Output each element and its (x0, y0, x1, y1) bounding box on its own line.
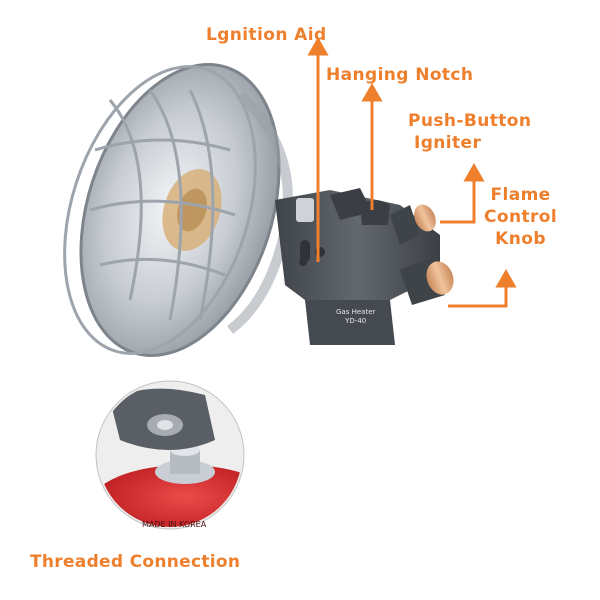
heater-label-line1: Gas Heater (336, 308, 376, 316)
heater-label-line2: YD-40 (345, 317, 367, 325)
callout-arrows (307, 36, 517, 308)
flame-control-knob-line2: Control (484, 207, 558, 227)
label-flame-control-knob: Flame Control Knob (484, 184, 557, 250)
canister-imprint: MADE IN KOREA (142, 520, 207, 529)
heater-model-label: Gas Heater YD-40 (336, 308, 375, 326)
label-ignition-aid: Lgnition Aid (206, 25, 327, 45)
push-button-igniter (390, 204, 436, 245)
label-threaded-connection: Threaded Connection (30, 552, 241, 572)
label-hanging-notch: Hanging Notch (326, 65, 474, 85)
push-button-igniter-line2: Igniter (414, 133, 482, 153)
push-button-igniter-line1: Push-Button (408, 111, 532, 131)
wire-guard (63, 65, 257, 355)
flame-control-knob-line3: Knob (495, 229, 546, 249)
flame-control-knob-line1: Flame (490, 185, 551, 205)
label-push-button-igniter: Push-Button Igniter (408, 110, 531, 154)
flame-control-knob (400, 258, 454, 305)
